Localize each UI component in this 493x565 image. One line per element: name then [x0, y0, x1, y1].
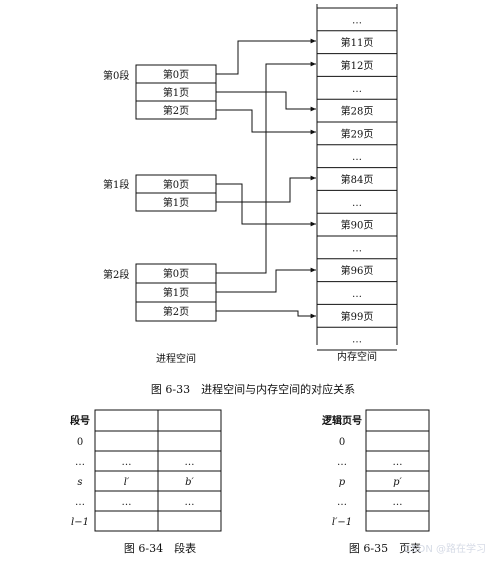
- seg0-page1-label: 第1页: [163, 86, 189, 99]
- seg1-page0-label: 第0页: [163, 178, 189, 191]
- seg2-page1-label: 第1页: [163, 286, 189, 299]
- memory-cell-label: 第90页: [341, 219, 374, 232]
- memory-cell-label: …: [352, 289, 362, 300]
- segment-2-table: 第0页 第1页 第2页: [135, 263, 217, 322]
- arrow-seg2-p0-to-frame12: [216, 61, 316, 274]
- table-cell: …: [185, 457, 195, 468]
- arrow-seg0-p0-to-frame11: [216, 38, 316, 75]
- segment-table: 段号页表长度页表首址0………sl′b′………l−1 图 6-34 段表: [70, 409, 222, 555]
- memory-space-label: 内存空间: [337, 350, 377, 363]
- segment-table-body: 段号页表长度页表首址0………sl′b′………l−1: [70, 409, 222, 532]
- table-cell: p′: [393, 477, 402, 488]
- table-header: 段号: [70, 414, 90, 427]
- memory-cell-label: 第28页: [341, 105, 374, 118]
- seg2-page2-label: 第2页: [163, 305, 189, 318]
- table-row-label: …: [75, 497, 85, 508]
- memory-cell-label: 第12页: [341, 59, 374, 72]
- table-row-label: 0: [77, 437, 83, 448]
- table-header: 逻辑页号: [322, 414, 362, 427]
- table-row-label: s: [77, 477, 82, 488]
- table-cell: …: [185, 497, 195, 508]
- process-space-label: 进程空间: [156, 352, 196, 365]
- process-space: 第0段 第0页 第1页 第2页 第1段 第0页 第1页 第2段 第0页 第1页 …: [103, 64, 217, 365]
- table-row-label: …: [337, 457, 347, 468]
- watermark: CSDN @路在学习: [404, 542, 486, 555]
- table-cell: …: [122, 457, 132, 468]
- seg0-page0-label: 第0页: [163, 68, 189, 81]
- table-cell: …: [393, 457, 403, 468]
- mapping-arrows: [216, 38, 316, 319]
- segment-0-label: 第0段: [103, 69, 129, 82]
- memory-cell-label: …: [352, 335, 362, 346]
- segment-1-table: 第0页 第1页: [135, 174, 217, 212]
- memory-cell-label: …: [352, 84, 362, 95]
- table-cell: l′: [124, 477, 130, 488]
- table-row-label: …: [75, 457, 85, 468]
- segment-1-label: 第1段: [103, 178, 129, 191]
- arrow-seg2-p2-to-frame99: [216, 310, 316, 319]
- arrow-seg0-p2-to-frame29: [216, 109, 316, 135]
- memory-cell-label: …: [352, 15, 362, 26]
- table-row-label: 0: [339, 437, 345, 448]
- table-cell: b′: [185, 477, 194, 488]
- table-cell: …: [393, 497, 403, 508]
- table-row-label: l′−1: [332, 517, 352, 528]
- memory-cell-label: …: [352, 243, 362, 254]
- arrow-seg1-p0-to-frame90: [216, 183, 316, 227]
- memory-cell-label: 第11页: [341, 36, 374, 49]
- memory-cell-label: …: [352, 198, 362, 209]
- arrow-seg0-p1-to-frame28: [216, 91, 316, 112]
- table-row-label: …: [337, 497, 347, 508]
- memory-cell-label: 第96页: [341, 264, 374, 277]
- memory-cell-label: 第29页: [341, 127, 374, 140]
- arrow-seg1-p1-to-frame84: [216, 175, 316, 203]
- page-table-body: 逻辑页号页框号0……pp′……l′−1: [322, 409, 430, 532]
- seg1-page1-label: 第1页: [163, 196, 189, 209]
- figure-6-33-caption: 图 6-33 进程空间与内存空间的对应关系: [151, 382, 355, 396]
- table-row-label: l−1: [71, 517, 89, 528]
- segment-2-label: 第2段: [103, 268, 129, 281]
- figure-6-34-caption: 图 6-34 段表: [124, 541, 196, 555]
- seg2-page0-label: 第0页: [163, 267, 189, 280]
- segment-0-table: 第0页 第1页 第2页: [135, 64, 217, 120]
- table-cell: …: [122, 497, 132, 508]
- arrow-seg2-p1-to-frame96: [216, 267, 316, 293]
- memory-cell-label: 第84页: [341, 173, 374, 186]
- seg0-page2-label: 第2页: [163, 104, 189, 117]
- table-row-label: p: [339, 477, 346, 488]
- page-table: 逻辑页号页框号0……pp′……l′−1 图 6-35 页表: [322, 409, 430, 555]
- memory-cell-label: …: [352, 152, 362, 163]
- memory-cell-label: 第99页: [341, 310, 374, 323]
- figure-6-35-caption: 图 6-35 页表: [349, 541, 421, 555]
